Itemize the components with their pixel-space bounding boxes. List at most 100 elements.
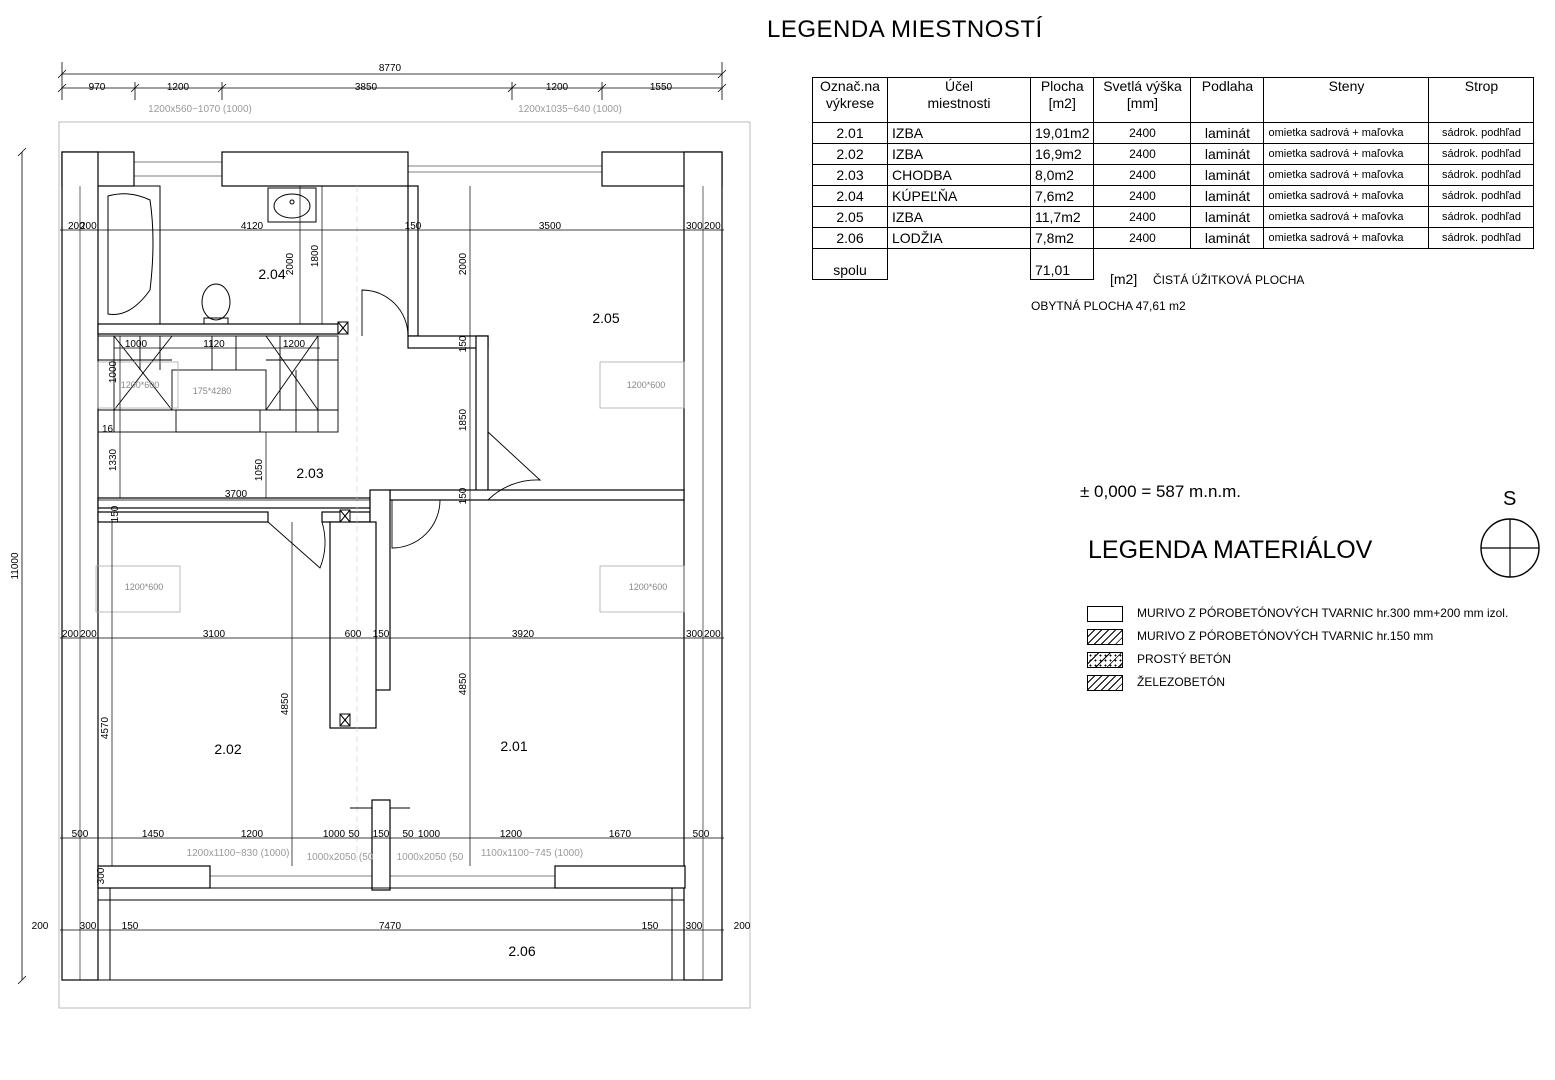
header-ceiling: Strop bbox=[1428, 77, 1535, 123]
bathtub bbox=[97, 185, 161, 325]
cell-name: CHODBA bbox=[887, 164, 1031, 186]
total-description: ČISTÁ ÚŽITKOVÁ PLOCHA bbox=[1153, 273, 1305, 287]
dim-bottom: 1200 bbox=[241, 829, 264, 840]
cell-area: 11,7m2 bbox=[1029, 206, 1095, 228]
dim-vertical: 150 bbox=[458, 335, 469, 352]
cell-total-label: spolu bbox=[812, 248, 888, 280]
cell-height: 2400 bbox=[1093, 227, 1192, 249]
table-row: 2.05 IZBA 11,7m2 2400 laminát omietka sa… bbox=[812, 206, 1535, 228]
cell-floor: laminát bbox=[1190, 164, 1265, 186]
table-row: 2.03 CHODBA 8,0m2 2400 laminát omietka s… bbox=[812, 164, 1535, 186]
stair-steps: 16 bbox=[102, 424, 114, 435]
dim-vertical: 2000 bbox=[458, 252, 469, 275]
dim-bottom: 1000 bbox=[418, 829, 441, 840]
dim-upper: 300 bbox=[686, 221, 703, 232]
cell-floor: laminát bbox=[1190, 143, 1265, 165]
dim-upper: 3500 bbox=[539, 221, 562, 232]
window-label: 1200x1035~640 (1000) bbox=[518, 104, 622, 115]
cell-ceiling: sádrok. podhľad bbox=[1428, 143, 1535, 165]
cell-ceiling: sádrok. podhľad bbox=[1428, 164, 1535, 186]
dim-vertical: 300 bbox=[96, 867, 107, 884]
doors bbox=[267, 289, 542, 809]
material-label: MURIVO Z PÓROBETÓNOVÝCH TVARNIC hr.150 m… bbox=[1137, 629, 1434, 643]
cell-ceiling: sádrok. podhľad bbox=[1428, 227, 1535, 249]
dim-stair: 1200 bbox=[283, 339, 306, 350]
material-legend-title: LEGENDA MATERIÁLOV bbox=[1088, 536, 1373, 564]
dim-bottom: 50 bbox=[402, 829, 414, 840]
dim-bottom: 1450 bbox=[142, 829, 165, 840]
dim-lodzia: 200 bbox=[32, 921, 49, 932]
cell-code: 2.05 bbox=[812, 206, 888, 228]
cell-ceiling: sádrok. podhľad bbox=[1428, 185, 1535, 207]
dim-mid: 3100 bbox=[203, 629, 226, 640]
cell-floor: laminát bbox=[1190, 206, 1265, 228]
dim-top: 3850 bbox=[355, 82, 378, 93]
material-label: ŽELEZOBETÓN bbox=[1137, 675, 1226, 689]
dim-lodzia: 300 bbox=[80, 921, 97, 932]
dim-bottom: 1200 bbox=[500, 829, 523, 840]
cell-area: 16,9m2 bbox=[1029, 143, 1095, 165]
dim-vertical: 4570 bbox=[100, 716, 111, 739]
room-label-2-01: 2.01 bbox=[500, 738, 527, 754]
header-floor: Podlaha bbox=[1190, 77, 1265, 123]
material-swatch bbox=[1087, 675, 1123, 691]
material-label: MURIVO Z PÓROBETÓNOVÝCH TVARNIC hr.300 m… bbox=[1137, 606, 1509, 620]
dim-mid: 200 bbox=[62, 629, 79, 640]
cell-name: IZBA bbox=[887, 143, 1031, 165]
material-swatch bbox=[1087, 629, 1123, 645]
dim-upper: 4120 bbox=[241, 221, 264, 232]
table-row: 2.04 KÚPEĽŇA 7,6m2 2400 laminát omietka … bbox=[812, 185, 1535, 207]
dim-bottom: 50 bbox=[348, 829, 360, 840]
cell-code: 2.02 bbox=[812, 143, 888, 165]
shafts bbox=[337, 321, 351, 727]
cell-ceiling: sádrok. podhľad bbox=[1428, 122, 1535, 144]
cell-floor: laminát bbox=[1190, 227, 1265, 249]
side-dimensions bbox=[17, 147, 27, 985]
cell-floor: laminát bbox=[1190, 122, 1265, 144]
dim-upper: 200 bbox=[704, 221, 721, 232]
skylight-label: 1200*600 bbox=[629, 582, 668, 592]
cell-total-value: 71,01 bbox=[1029, 248, 1095, 280]
skylight-label: 1200*600 bbox=[121, 380, 160, 390]
dim-overall-height: 11000 bbox=[10, 552, 21, 580]
material-swatch bbox=[1087, 652, 1123, 668]
dim-lodzia: 300 bbox=[686, 921, 703, 932]
dim-vertical: 1850 bbox=[458, 408, 469, 431]
dim-vertical: 4850 bbox=[280, 692, 291, 715]
cell-height: 2400 bbox=[1093, 164, 1192, 186]
header-walls: Steny bbox=[1263, 77, 1430, 123]
dim-mid: 3920 bbox=[512, 629, 535, 640]
window-label: 1100x1100~745 (1000) bbox=[481, 848, 583, 859]
north-arrow-icon bbox=[1480, 518, 1540, 578]
room-label-2-03: 2.03 bbox=[296, 465, 323, 481]
cell-ceiling: sádrok. podhľad bbox=[1428, 206, 1535, 228]
cell-name: LODŽIA bbox=[887, 227, 1031, 249]
toilet bbox=[201, 283, 231, 325]
material-label: PROSTÝ BETÓN bbox=[1137, 652, 1232, 666]
dim-top: 1200 bbox=[546, 82, 569, 93]
cell-height: 2400 bbox=[1093, 185, 1192, 207]
cell-name: IZBA bbox=[887, 122, 1031, 144]
cell-height: 2400 bbox=[1093, 206, 1192, 228]
cell-walls: omietka sadrová + maľovka bbox=[1263, 227, 1430, 249]
cell-walls: omietka sadrová + maľovka bbox=[1263, 185, 1430, 207]
dim-stair: 1120 bbox=[203, 339, 225, 350]
north-label: S bbox=[1503, 488, 1517, 510]
dim-mid: 200 bbox=[704, 629, 721, 640]
living-area: OBYTNÁ PLOCHA 47,61 m2 bbox=[1031, 299, 1186, 313]
cell-walls: omietka sadrová + maľovka bbox=[1263, 164, 1430, 186]
dim-vertical: 150 bbox=[110, 505, 121, 522]
dim-upper: 200 bbox=[80, 221, 97, 232]
inner-vertical-dimension-lines bbox=[111, 186, 471, 866]
dim-mid: 300 bbox=[686, 629, 703, 640]
dim-bottom: 500 bbox=[693, 829, 710, 840]
dim-top: 970 bbox=[89, 82, 106, 93]
dim-bottom: 1000 bbox=[323, 829, 346, 840]
cell-height: 2400 bbox=[1093, 122, 1192, 144]
table-total-row: spolu 71,01 bbox=[812, 248, 1534, 280]
dim-vertical: 1800 bbox=[310, 244, 321, 267]
dim-upper: 150 bbox=[405, 221, 422, 232]
cell-floor: laminát bbox=[1190, 185, 1265, 207]
total-unit: [m2] bbox=[1110, 271, 1138, 287]
